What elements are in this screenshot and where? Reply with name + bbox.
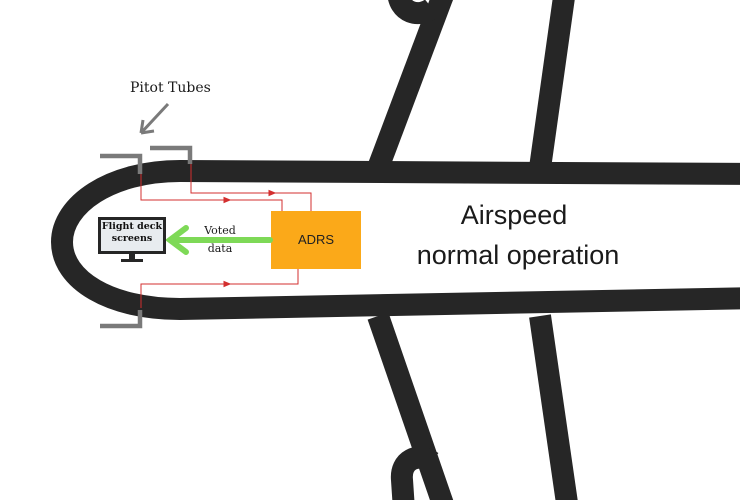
lower-wing-left-edge (367, 312, 454, 500)
pitot-pointer-arrow (139, 102, 170, 135)
pitot-tubes-label: Pitot Tubes (130, 80, 211, 96)
monitor-screen (101, 220, 163, 251)
diagram-title-line1: Airspeed (460, 200, 568, 230)
wire-arrow-4 (223, 196, 232, 204)
wings (367, 0, 578, 500)
monitor-stand (121, 259, 143, 262)
wire-top-inner (190, 164, 312, 222)
adrs-label: ADRS (297, 232, 335, 247)
adrs-box (271, 211, 361, 269)
lower-engine (390, 446, 439, 500)
upper-wing-right-edge (529, 0, 575, 170)
pitot-tubes (100, 102, 193, 329)
diagram-title-line2: normal operation (416, 240, 620, 270)
pitot-tube-top-2 (150, 145, 193, 164)
wire-bottom (140, 256, 299, 308)
upper-engine (388, 0, 440, 25)
lower-wing-right-edge (529, 314, 578, 500)
voted-data-label: Voted data (204, 224, 236, 255)
monitor-neck (129, 254, 135, 259)
voted-data-arrow (165, 225, 273, 255)
flight-deck-screens-label: Flight deck screens (101, 221, 163, 244)
pitot-tube-top-1 (100, 153, 143, 174)
pitot-tube-bottom (100, 310, 143, 329)
flight-deck-monitor (98, 217, 166, 262)
wire-arrow-5 (268, 189, 277, 197)
upper-wing-left-edge (367, 0, 453, 172)
wire-arrow-6 (223, 280, 232, 288)
fuselage (51, 160, 740, 320)
